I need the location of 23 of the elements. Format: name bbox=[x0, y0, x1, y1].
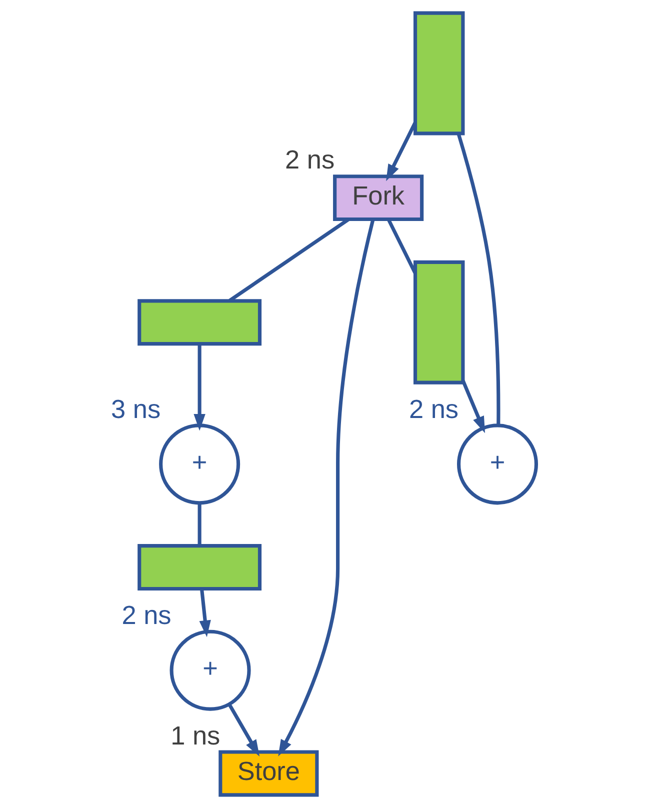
arrow bbox=[198, 588, 210, 638]
arrow bbox=[386, 122, 416, 182]
arrow bbox=[227, 704, 260, 757]
node-circle: + bbox=[169, 630, 250, 711]
node-bar bbox=[137, 299, 262, 346]
arrow bbox=[193, 344, 205, 431]
connector bbox=[456, 133, 500, 426]
node-bar bbox=[412, 11, 464, 136]
connector bbox=[386, 218, 416, 274]
node-box: Fork bbox=[332, 174, 424, 222]
node-bar bbox=[412, 260, 464, 384]
arrow bbox=[460, 380, 484, 434]
connector bbox=[197, 503, 201, 546]
node-label: 3 ns bbox=[110, 394, 160, 424]
node-label: 2 ns bbox=[408, 394, 458, 424]
node-circle: + bbox=[158, 424, 240, 505]
node-label: 1 ns bbox=[170, 720, 220, 750]
node-box: Store bbox=[218, 750, 318, 797]
node-circle: + bbox=[456, 424, 538, 505]
node-label: 2 ns bbox=[284, 144, 334, 175]
node-label: 2 ns bbox=[121, 600, 171, 630]
arrow bbox=[278, 218, 374, 756]
node-bar bbox=[137, 544, 262, 591]
